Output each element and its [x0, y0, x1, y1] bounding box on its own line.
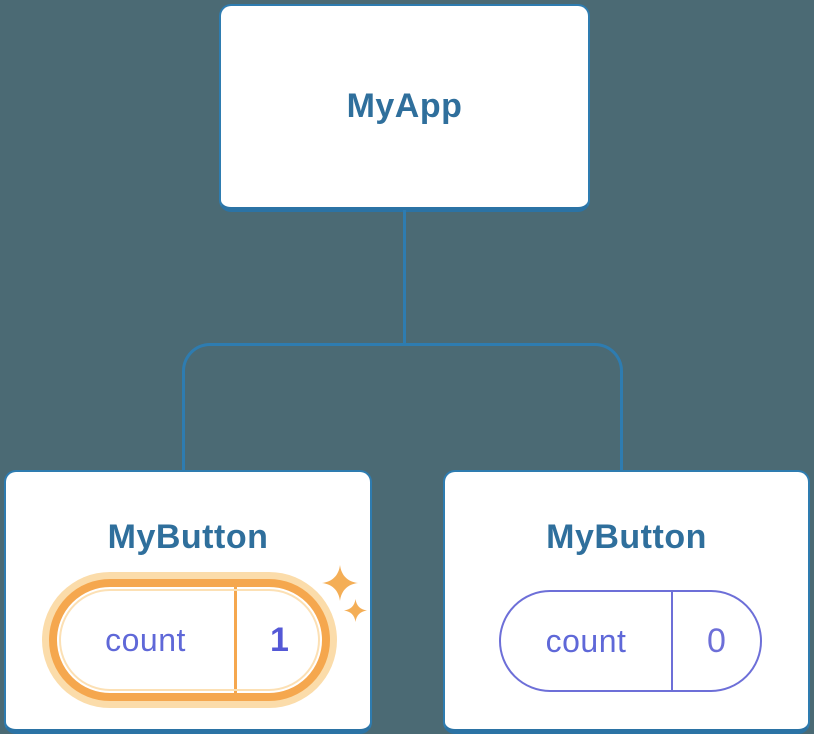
sparkle-icon-small — [344, 599, 367, 622]
sparkle-icon — [322, 565, 358, 601]
state-key-label: count — [105, 621, 186, 658]
child-component-node-right: MyButton count 0 — [443, 470, 810, 734]
state-key-label: count — [545, 622, 627, 659]
state-badge-divider — [234, 587, 237, 693]
state-badge: count 0 — [499, 590, 762, 692]
state-badge-highlighted: count 1 — [49, 579, 330, 701]
state-value-cell: 0 — [673, 592, 760, 690]
state-value-label: 1 — [270, 620, 289, 659]
connector-branch-bracket — [182, 343, 623, 470]
child-component-label: MyButton — [107, 518, 269, 556]
connector-root-trunk — [403, 210, 406, 346]
child-component-label: MyButton — [546, 518, 707, 556]
state-key-cell: count — [501, 592, 671, 690]
state-badge-divider — [671, 592, 673, 690]
state-value-label: 0 — [707, 621, 726, 660]
root-component-label: MyApp — [346, 87, 463, 125]
child-component-node-left: MyButton count 1 — [4, 470, 372, 734]
state-value-cell: 1 — [237, 587, 322, 693]
root-component-node: MyApp — [219, 4, 590, 212]
state-key-cell: count — [57, 587, 234, 693]
